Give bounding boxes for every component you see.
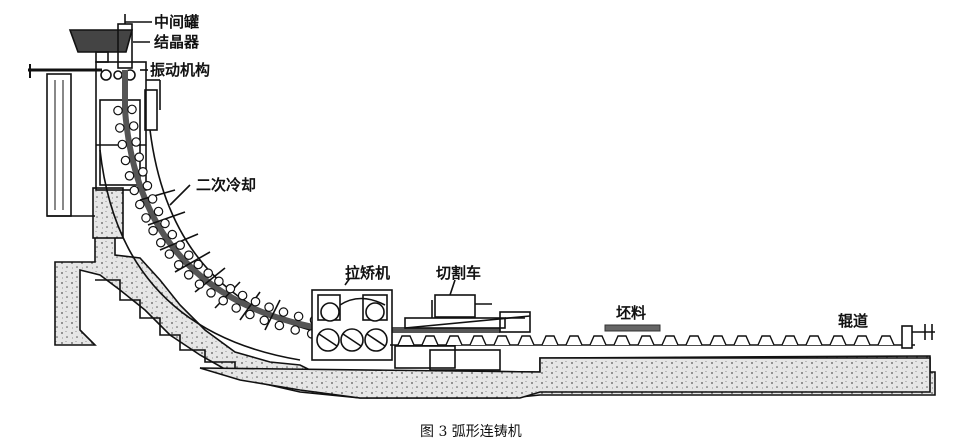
withdrawal-straightener [311,289,393,361]
cutting-car [404,294,531,333]
arc-roller [141,213,151,223]
label-secondary-cooling: 二次冷却 [196,176,256,194]
arc-roller [225,283,236,294]
billet [604,324,661,332]
leader-lines [125,21,456,296]
table-supports [394,345,501,371]
arc-roller [183,269,194,280]
arc-roller [259,315,270,326]
table-roller [853,335,871,346]
arc-roller [245,309,255,320]
arc-roller [142,180,153,191]
table-roller [445,335,463,346]
arc-roller [135,199,145,210]
arc-roller [203,268,213,278]
label-billet: 坯料 [616,304,646,322]
arc-guide-inner [99,149,301,361]
table-roller [877,335,895,346]
table-roller [757,335,775,346]
arc-roller [128,121,139,131]
table-roller [685,335,703,346]
arc-roller [293,311,304,322]
table-rollers [397,335,895,346]
base-strip [199,357,931,399]
tundish [68,29,134,63]
arc-roller [147,194,158,204]
label-cutting-car: 切割车 [436,264,481,282]
arc-roller [164,249,175,259]
table-roller [733,335,751,346]
figure-caption: 图 3 弧形连铸机 [420,424,522,440]
table-roller [541,335,559,346]
arc-roller [218,295,228,306]
table-roller [805,335,823,346]
arc-roller [214,276,224,287]
table-roller [397,335,415,346]
arc-roller [274,320,285,331]
table-roller [637,335,655,346]
arc-roller [113,105,123,116]
arc-roller [250,296,261,307]
arc-roller [167,229,178,240]
arc-roller [131,137,141,147]
table-roller [421,335,439,346]
arc-roller [153,206,164,217]
arc-roller [124,171,135,181]
label-withdrawal-straightener: 拉矫机 [345,264,390,282]
label-tundish: 中间罐 [154,13,199,31]
arc-roller [173,259,184,270]
arc-roller [134,152,144,162]
table-roller [469,335,487,346]
operator-platform [28,64,102,217]
strand [122,70,500,333]
arc-roller [231,303,241,313]
table-roller [661,335,679,346]
arc-roller [290,325,300,335]
arc-roller [120,155,131,166]
table-roller [589,335,607,346]
arc-roller [206,287,216,298]
arc-roller [138,167,148,177]
arc-roller [156,237,166,248]
table-roller [517,335,535,346]
label-mold: 结晶器 [154,33,200,51]
table-roller [709,335,727,346]
arc-roller [278,307,289,317]
table-roller [493,335,511,346]
arc-roller [264,302,274,312]
arc-roller [129,185,140,196]
arc-roller [175,240,185,250]
label-roller-table: 辊道 [838,312,868,330]
arc-roller [127,104,137,115]
table-roller [781,335,799,346]
table-roller [829,335,847,346]
arc-roller [148,225,158,236]
arc-roller [160,218,170,229]
arc-roller [115,123,125,133]
arc-roller [237,290,248,301]
label-oscillator: 振动机构 [150,61,210,79]
arc-roller [184,250,194,260]
table-roller [613,335,631,346]
arc-roller [194,279,205,289]
arc-roller [117,139,128,150]
arc-roller [193,259,203,270]
table-roller [565,335,583,346]
end-stopper [901,324,935,349]
